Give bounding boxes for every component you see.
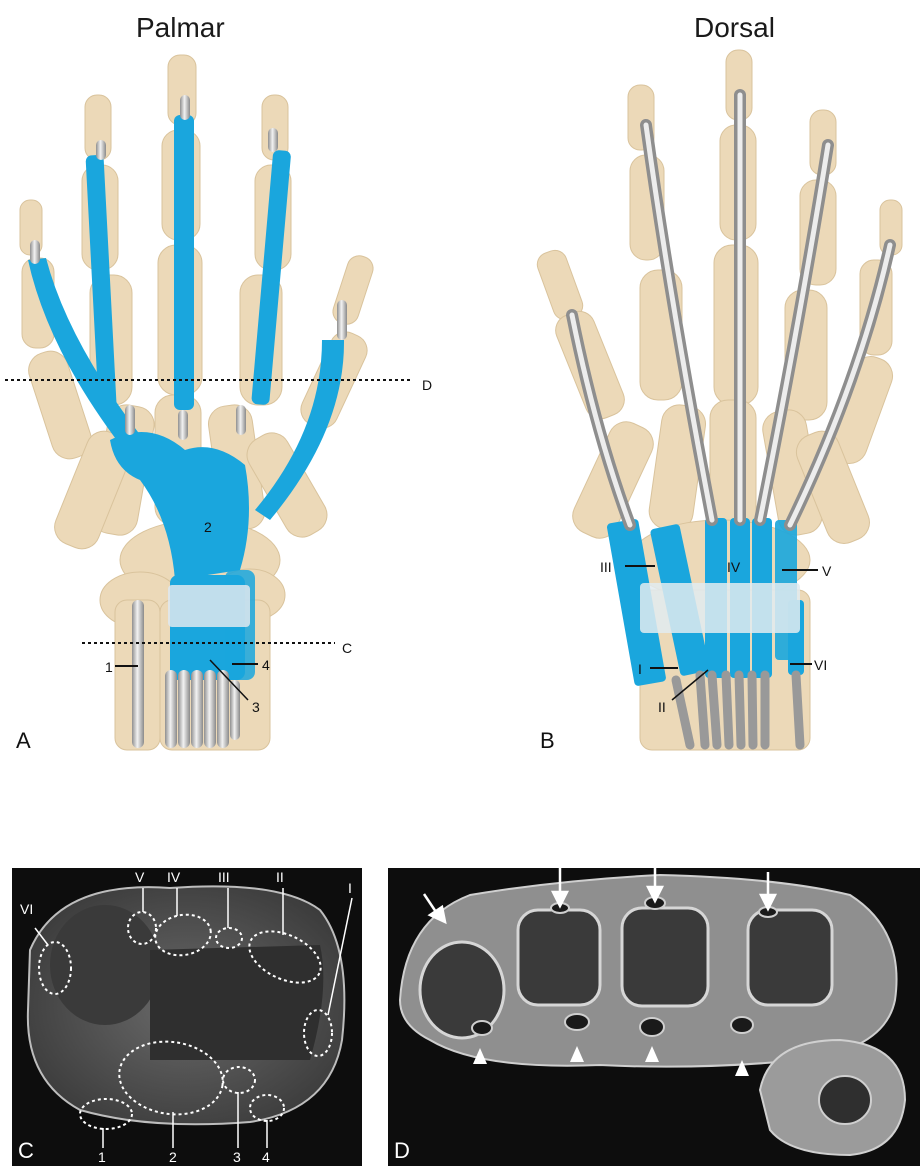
mri-panel-c [12,868,362,1166]
label-III: III [600,559,612,575]
mri-label-4: 4 [262,1149,270,1165]
mri-label-V: V [135,869,145,885]
label-II: II [658,699,666,715]
label-2: 2 [204,519,212,535]
panel-letter-a: A [16,728,31,754]
palmar-retinaculum [168,585,250,627]
extensor-retinaculum [640,583,800,633]
mri-label-3: 3 [233,1149,241,1165]
dorsal-hand-illustration [534,50,902,750]
mri-label-VI: VI [20,901,33,917]
label-d-line: D [422,377,432,393]
label-VI: VI [814,657,827,673]
panel-letter-b: B [540,728,555,754]
mri-label-IV: IV [167,869,181,885]
mri-panel-d [388,868,920,1166]
label-4: 4 [262,657,270,673]
label-IV: IV [727,559,741,575]
panel-letter-d: D [394,1138,410,1164]
dorsal-title: Dorsal [694,12,775,44]
mri-label-II: II [276,869,284,885]
label-V: V [822,563,832,579]
palmar-title: Palmar [136,12,225,44]
label-1: 1 [105,659,113,675]
label-c-line: C [342,640,352,656]
panel-letter-c: C [18,1138,34,1164]
mri-label-III: III [218,869,230,885]
label-I: I [638,661,642,677]
mri-label-2: 2 [169,1149,177,1165]
mri-label-I: I [348,880,352,896]
label-3: 3 [252,699,260,715]
mri-label-1: 1 [98,1149,106,1165]
